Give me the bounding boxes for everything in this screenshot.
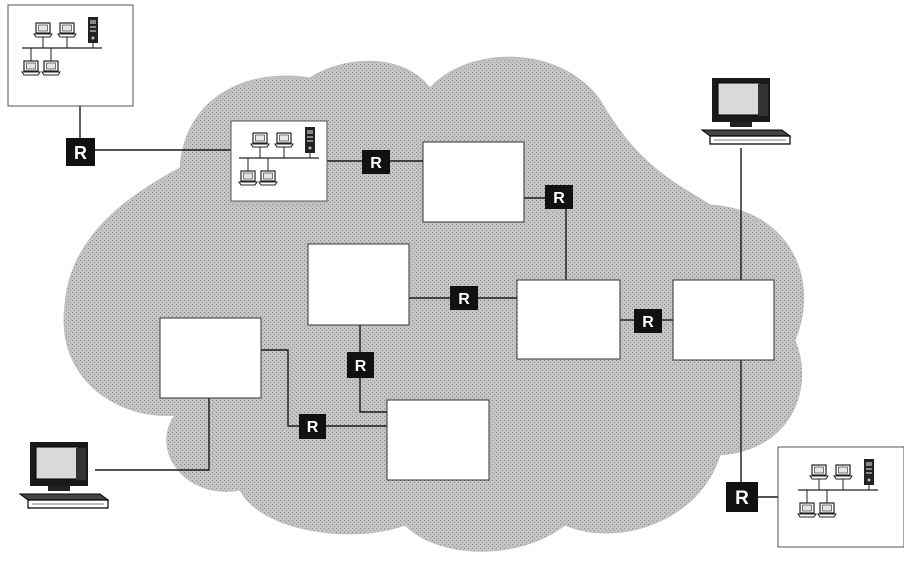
network-box-c	[517, 280, 620, 359]
router-r-center: R	[450, 286, 478, 310]
router-label: R	[355, 358, 367, 375]
router-r-center-lower: R	[347, 352, 374, 378]
network-box-b	[308, 244, 409, 325]
router-label: R	[735, 488, 749, 509]
lan-box	[8, 5, 133, 106]
router-r-upper-right: R	[545, 185, 573, 209]
desktop-computer-icon	[702, 78, 790, 144]
desktop-computer-icon	[20, 442, 108, 508]
lan-bottom-right	[778, 447, 904, 547]
router-label: R	[74, 143, 87, 163]
lan-top-left	[8, 5, 133, 106]
router-label: R	[553, 190, 565, 207]
router-r-cloud-top: R	[362, 150, 390, 174]
network-box-f	[387, 400, 489, 480]
network-box-d	[673, 280, 774, 360]
lan-box	[778, 447, 904, 547]
lan-cloud-top	[231, 121, 327, 201]
router-r-right: R	[634, 309, 662, 333]
network-box-e	[160, 318, 261, 398]
network-box-a	[423, 142, 524, 222]
router-r-lower-left: R	[299, 414, 326, 439]
router-label: R	[458, 291, 470, 308]
router-label: R	[307, 419, 319, 436]
router-label: R	[642, 314, 654, 331]
router-r-top-left: R	[66, 138, 95, 166]
router-label: R	[370, 155, 382, 172]
router-r-bottom-right: R	[726, 482, 758, 512]
